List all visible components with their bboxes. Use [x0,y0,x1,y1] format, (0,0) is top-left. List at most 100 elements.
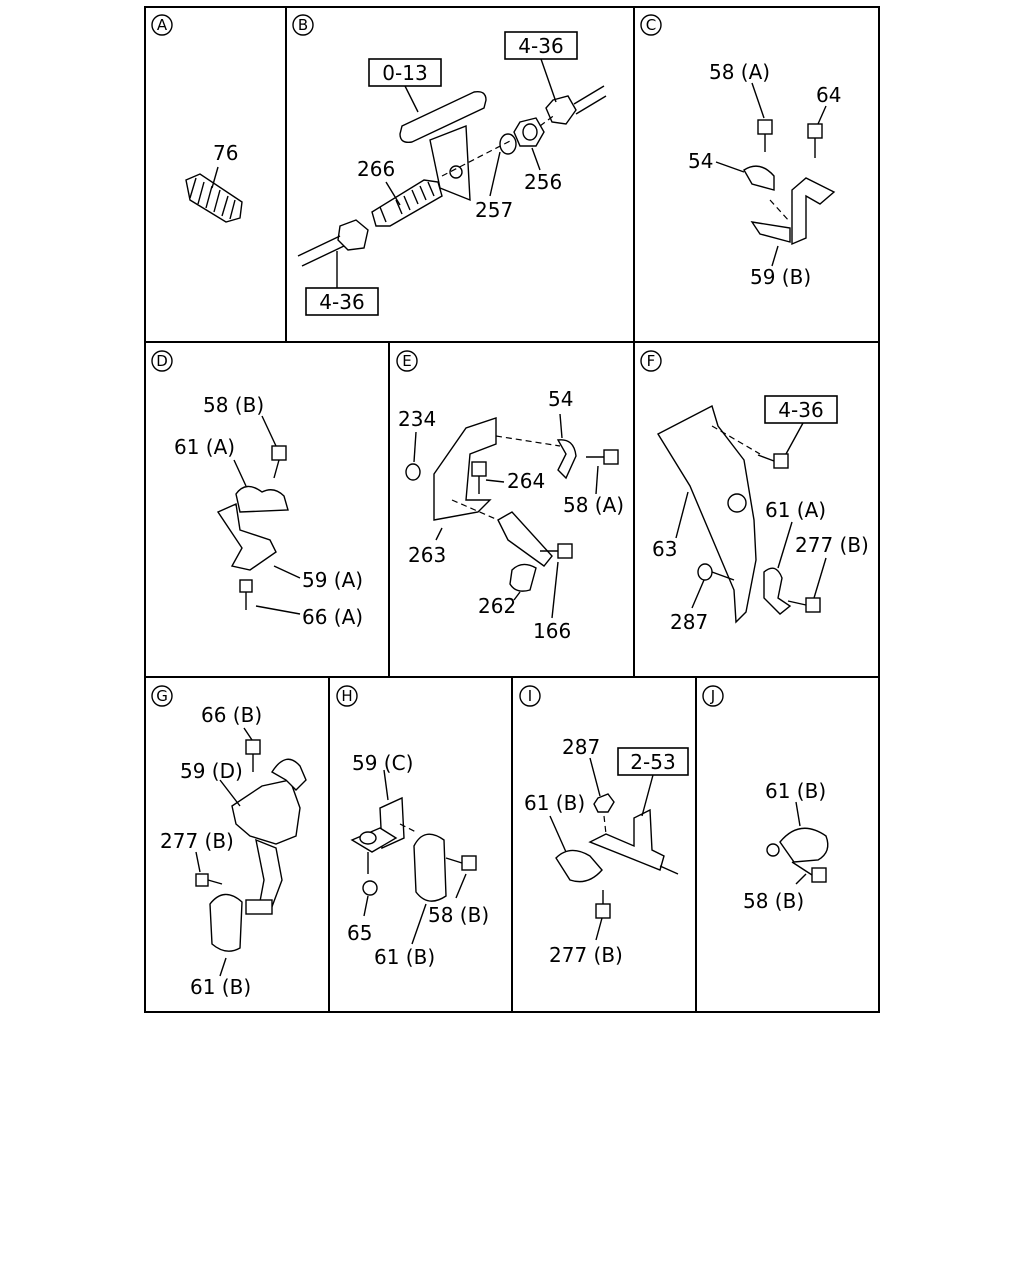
svg-text:H: H [341,687,352,705]
bolt-264 [471,461,487,494]
label-58b-h: 58 (B) [428,903,489,927]
svg-text:I: I [528,687,532,705]
bolt-166 [540,543,573,559]
bolt-277b-f [787,597,821,613]
svg-text:4-36: 4-36 [778,398,823,422]
bolt-66b [245,739,261,772]
label-65: 65 [347,921,372,945]
panel-e-id-badge: E [396,350,418,372]
label-54: 54 [688,149,713,173]
bracket-59c [350,796,405,853]
panel-d: D 58 (B) 61 (A) 59 (A) 66 (A) [151,350,363,629]
svg-text:C: C [646,16,656,34]
clamp-61a [235,485,289,513]
panel-j: J 61 (B) 58 (B) [702,685,829,913]
label-66b: 66 (B) [201,703,262,727]
label-287-i: 287 [562,735,600,759]
panel-b-id-badge: B [292,14,314,36]
bolt-64 [807,123,823,158]
panel-a-id-badge: A [151,14,173,36]
label-76: 76 [213,141,238,165]
label-262: 262 [478,594,516,618]
panel-e: E [396,350,624,643]
label-66a: 66 (A) [302,605,363,629]
label-61a: 61 (A) [174,435,235,459]
nut-287-i [593,793,615,813]
label-61b-g: 61 (B) [190,975,251,999]
ref-box-4-36-bottom: 4-36 [305,287,379,316]
panel-grid [144,6,880,1013]
panel-i: I 2-53 287 61 (B) 277 (B) [519,685,689,967]
svg-text:E: E [402,352,411,370]
bracket-2-53 [588,808,665,871]
ref-box-2-53: 2-53 [617,747,689,776]
bracket-59b [750,177,836,246]
bracket-0-13 [399,85,487,202]
panel-g-id-badge: G [151,685,173,707]
svg-text:D: D [156,352,168,370]
panel-c: C 58 (A) 64 54 59 (B) [640,14,841,289]
svg-text:4-36: 4-36 [319,290,364,314]
svg-text:G: G [156,687,168,705]
bracket-59a [216,502,277,571]
label-61b-i: 61 (B) [524,791,585,815]
panel-b: B 0-13 4-36 4-36 [292,14,607,316]
panel-d-id-badge: D [151,350,173,372]
panel-h-id-badge: H [336,685,358,707]
label-58a: 58 (A) [709,60,770,84]
bolt-58b-h [445,855,477,871]
label-59a: 59 (A) [302,568,363,592]
label-58b-j: 58 (B) [743,889,804,913]
ref-box-4-36-f: 4-36 [764,395,838,424]
panel-f: F 4-36 63 61 (A) 27 [640,350,869,634]
bolt-4-36-f [757,453,789,469]
bolt-277b-i [595,890,611,919]
bolt-58b [271,445,287,479]
panel-g: G 66 (B) 59 (D) 277 (B) 61 (B) [151,685,307,999]
label-166: 166 [533,619,571,643]
label-277b-i: 277 (B) [549,943,623,967]
union-266 [371,179,443,227]
ring-257 [499,133,517,155]
label-61b-h: 61 (B) [374,945,435,969]
label-59b: 59 (B) [750,265,811,289]
svg-text:4-36: 4-36 [518,34,563,58]
panel-i-id-badge: I [519,685,541,707]
svg-text:F: F [647,352,656,370]
svg-text:0-13: 0-13 [382,61,427,85]
panel-f-id-badge: F [640,350,662,372]
pipe-line-lower [297,219,369,288]
bolt-58a-e [586,449,619,465]
label-59d: 59 (D) [180,759,243,783]
label-58b: 58 (B) [203,393,264,417]
label-63: 63 [652,537,677,561]
label-64: 64 [816,83,841,107]
svg-text:A: A [157,16,168,34]
bolt-58a [757,119,773,152]
nut-287-f [697,563,713,581]
label-256: 256 [524,170,562,194]
label-61a-f: 61 (A) [765,498,826,522]
svg-text:B: B [298,16,308,34]
clamp-61b-h [413,833,447,902]
stud-65 [362,852,378,896]
clip-54 [743,165,775,191]
clamp-61b-i [555,849,603,883]
label-263: 263 [408,543,446,567]
panel-h: H 59 (C) 65 58 (B) 61 (B) [336,685,489,969]
label-266: 266 [357,157,395,181]
bolt-277b-g [195,873,223,887]
clip-54-e [556,439,577,480]
label-61b-j: 61 (B) [765,779,826,803]
label-58a-e: 58 (A) [563,493,624,517]
label-277b-g: 277 (B) [160,829,234,853]
panel-a: A 76 [151,14,243,223]
washer-234 [405,463,421,481]
label-234: 234 [398,407,436,431]
label-54-e: 54 [548,387,573,411]
fitting-76 [185,166,243,223]
clamp-61b-g [209,893,273,952]
stud-i [659,865,679,875]
ref-box-4-36-top: 4-36 [504,31,578,60]
